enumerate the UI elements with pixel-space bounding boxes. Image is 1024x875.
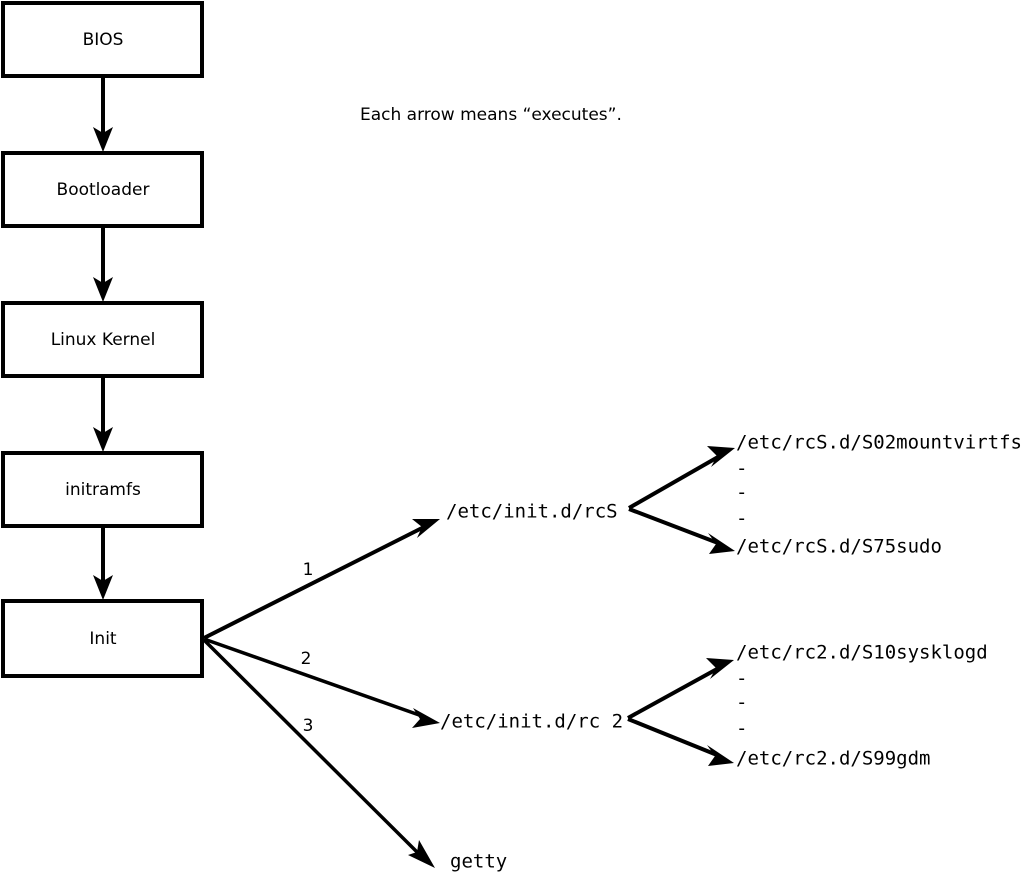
arrow-shaft (203, 637, 423, 718)
label-rcs-first-script[interactable]: /etc/rcS.d/S02mountvirtfs (736, 432, 1022, 454)
branch-number-2: 2 (301, 649, 312, 669)
arrow-shaft (627, 667, 718, 720)
label-etc-init-d-rcs[interactable]: /etc/init.d/rcS (446, 501, 618, 523)
ellipsis-dash-3: - (736, 508, 747, 530)
arrow-head (707, 446, 735, 467)
ellipsis-dash-2: - (736, 482, 747, 504)
arrow-shaft (203, 525, 425, 640)
arrow-rcs-to-first-script (628, 446, 735, 510)
ellipsis-dash-2: - (736, 692, 747, 714)
arrow-head (706, 658, 734, 679)
arrow-rc2-to-first-script (627, 658, 734, 720)
branch-target-labels: /etc/init.d/rcS /etc/init.d/rc 2 getty (440, 501, 623, 873)
arrow-head (412, 519, 440, 538)
arrow-shaft (202, 638, 420, 855)
arrow-bootloader-to-kernel (93, 226, 113, 302)
label-rc2-first-script[interactable]: /etc/rc2.d/S10sysklogd (736, 642, 988, 664)
arrow-shaft (628, 455, 719, 510)
boot-chain-arrows (93, 76, 113, 600)
process-box-bootloader[interactable]: Bootloader (1, 151, 204, 228)
process-box-bios[interactable]: BIOS (1, 1, 204, 78)
boot-chain-group: BIOS Bootloader Linux Kernel initramfs I… (1, 1, 204, 678)
arrow-shaft (627, 717, 718, 757)
diagram-caption: Each arrow means “executes”. (360, 105, 622, 125)
arrow-head (93, 277, 113, 302)
arrow-kernel-to-initramfs (93, 376, 113, 452)
box-outline (1, 451, 204, 528)
ellipsis-dash-3: - (736, 718, 747, 740)
label-rc2-last-script[interactable]: /etc/rc2.d/S99gdm (736, 748, 930, 770)
ellipsis-dash-1: - (736, 458, 747, 480)
box-label: initramfs (65, 480, 141, 500)
box-label: Init (89, 629, 117, 649)
process-box-initramfs[interactable]: initramfs (1, 451, 204, 528)
arrow-bios-to-bootloader (93, 76, 113, 152)
branch-number-1: 1 (303, 560, 314, 580)
arrow-rcs-to-last-script (628, 507, 735, 554)
arrow-head (93, 575, 113, 600)
label-rcs-last-script[interactable]: /etc/rcS.d/S75sudo (736, 536, 942, 558)
box-outline (1, 599, 204, 678)
branch-number-3: 3 (303, 716, 314, 736)
arrow-head (707, 745, 734, 766)
arrow-head (412, 708, 440, 728)
box-outline (1, 1, 204, 78)
arrow-head (708, 533, 735, 554)
box-label: BIOS (83, 30, 124, 50)
arrow-init-to-rc2: 2 (203, 637, 440, 728)
rc2-fanout-group: /etc/rc2.d/S10sysklogd - - - /etc/rc2.d/… (627, 642, 988, 770)
arrow-init-to-getty: 3 (202, 638, 435, 868)
arrow-head (93, 427, 113, 452)
process-box-init[interactable]: Init (1, 599, 204, 678)
arrow-head (408, 840, 435, 868)
arrow-head (93, 127, 113, 152)
arrow-rc2-to-last-script (627, 717, 734, 766)
arrow-shaft (628, 507, 719, 545)
box-label: Bootloader (57, 180, 150, 200)
rcs-fanout-group: /etc/rcS.d/S02mountvirtfs - - - /etc/rcS… (628, 432, 1022, 558)
label-etc-init-d-rc2[interactable]: /etc/init.d/rc 2 (440, 711, 623, 733)
arrow-init-to-rcs: 1 (203, 519, 440, 640)
label-getty[interactable]: getty (450, 851, 507, 873)
arrow-initramfs-to-init (93, 526, 113, 600)
ellipsis-dash-1: - (736, 668, 747, 690)
box-outline (1, 301, 204, 378)
process-box-linux-kernel[interactable]: Linux Kernel (1, 301, 204, 378)
init-fanout-arrows: 1 2 3 (202, 519, 440, 868)
box-label: Linux Kernel (51, 330, 156, 350)
